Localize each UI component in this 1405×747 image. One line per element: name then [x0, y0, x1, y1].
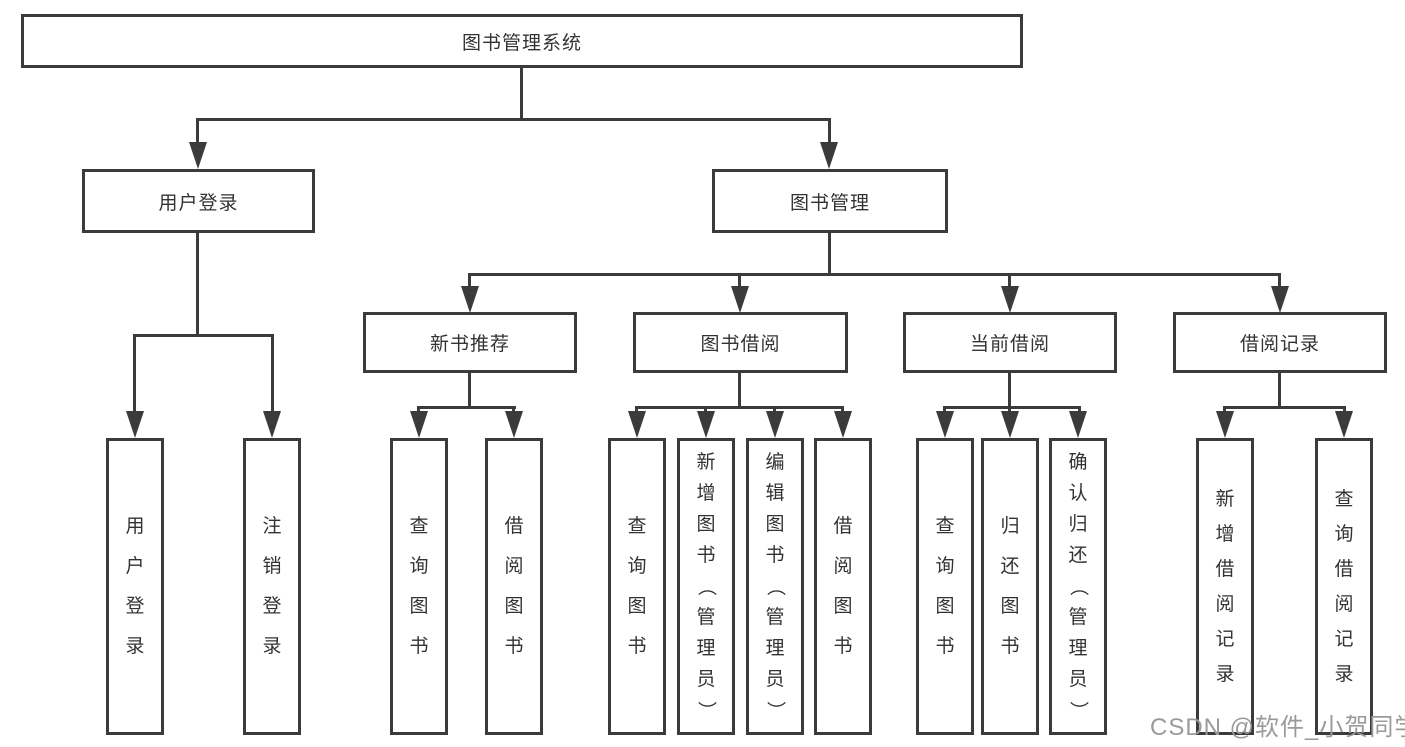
node-borrow-records: 借阅记录: [1173, 312, 1387, 373]
connector-line: [1078, 406, 1081, 415]
connector-line: [133, 334, 274, 337]
arrow-down-icon: [936, 411, 954, 438]
connector-line: [635, 406, 638, 415]
connector-line: [196, 233, 199, 337]
connector-line: [1223, 406, 1346, 409]
leaf-borrow-book-1: 借阅图书: [485, 438, 543, 735]
connector-line: [196, 118, 199, 147]
node-new-book-recommend: 新书推荐: [363, 312, 577, 373]
leaf-confirm-return-admin: 确认归还（管理员）: [1049, 438, 1107, 735]
node-book-management: 图书管理: [712, 169, 948, 233]
leaf-edit-book-admin: 编辑图书（管理员）: [746, 438, 804, 735]
connector-line: [943, 406, 1081, 409]
connector-line: [635, 406, 844, 409]
connector-line: [841, 406, 844, 415]
connector-line: [828, 118, 831, 147]
connector-line: [828, 233, 831, 276]
connector-line: [468, 273, 1281, 276]
arrow-down-icon: [628, 411, 646, 438]
arrow-down-icon: [505, 411, 523, 438]
connector-line: [943, 406, 946, 415]
node-current-borrow: 当前借阅: [903, 312, 1117, 373]
connector-line: [1343, 406, 1346, 415]
node-user-login: 用户登录: [82, 169, 315, 233]
connector-line: [1278, 273, 1281, 289]
arrow-down-icon: [697, 411, 715, 438]
leaf-user-login: 用户登录: [106, 438, 164, 735]
arrow-down-icon: [461, 286, 479, 313]
leaf-query-book-3: 查询图书: [916, 438, 974, 735]
arrow-down-icon: [766, 411, 784, 438]
connector-line: [738, 273, 741, 289]
connector-line: [1008, 273, 1011, 289]
arrow-down-icon: [1216, 411, 1234, 438]
arrow-down-icon: [1001, 411, 1019, 438]
arrow-down-icon: [1271, 286, 1289, 313]
leaf-query-book-2: 查询图书: [608, 438, 666, 735]
arrow-down-icon: [731, 286, 749, 313]
arrow-down-icon: [1001, 286, 1019, 313]
connector-line: [1008, 406, 1011, 415]
leaf-query-book-1: 查询图书: [390, 438, 448, 735]
arrow-down-icon: [834, 411, 852, 438]
connector-line: [773, 406, 776, 415]
arrow-down-icon: [189, 142, 207, 169]
connector-line: [417, 406, 420, 415]
leaf-query-borrow-record: 查询借阅记录: [1315, 438, 1373, 735]
connector-line: [1008, 373, 1011, 409]
arrow-down-icon: [1069, 411, 1087, 438]
arrow-down-icon: [263, 411, 281, 438]
connector-line: [704, 406, 707, 415]
connector-line: [1223, 406, 1226, 415]
connector-line: [512, 406, 515, 415]
leaf-add-borrow-record: 新增借阅记录: [1196, 438, 1254, 735]
watermark-text: CSDN @软件_小贺同学: [1150, 714, 1405, 741]
leaf-borrow-book-2: 借阅图书: [814, 438, 872, 735]
leaf-add-book-admin: 新增图书（管理员）: [677, 438, 735, 735]
arrow-down-icon: [820, 142, 838, 169]
connector-line: [196, 118, 831, 121]
connector-line: [133, 334, 136, 414]
leaf-return-book: 归还图书: [981, 438, 1039, 735]
connector-line: [1278, 373, 1281, 409]
connector-line: [468, 373, 471, 409]
connector-line: [520, 67, 523, 121]
connector-line: [738, 373, 741, 409]
connector-line: [468, 273, 471, 289]
leaf-logout: 注销登录: [243, 438, 301, 735]
arrow-down-icon: [1335, 411, 1353, 438]
node-book-borrow: 图书借阅: [633, 312, 848, 373]
node-root-system: 图书管理系统: [21, 14, 1023, 68]
connector-line: [271, 334, 274, 414]
arrow-down-icon: [126, 411, 144, 438]
connector-line: [417, 406, 516, 409]
arrow-down-icon: [410, 411, 428, 438]
